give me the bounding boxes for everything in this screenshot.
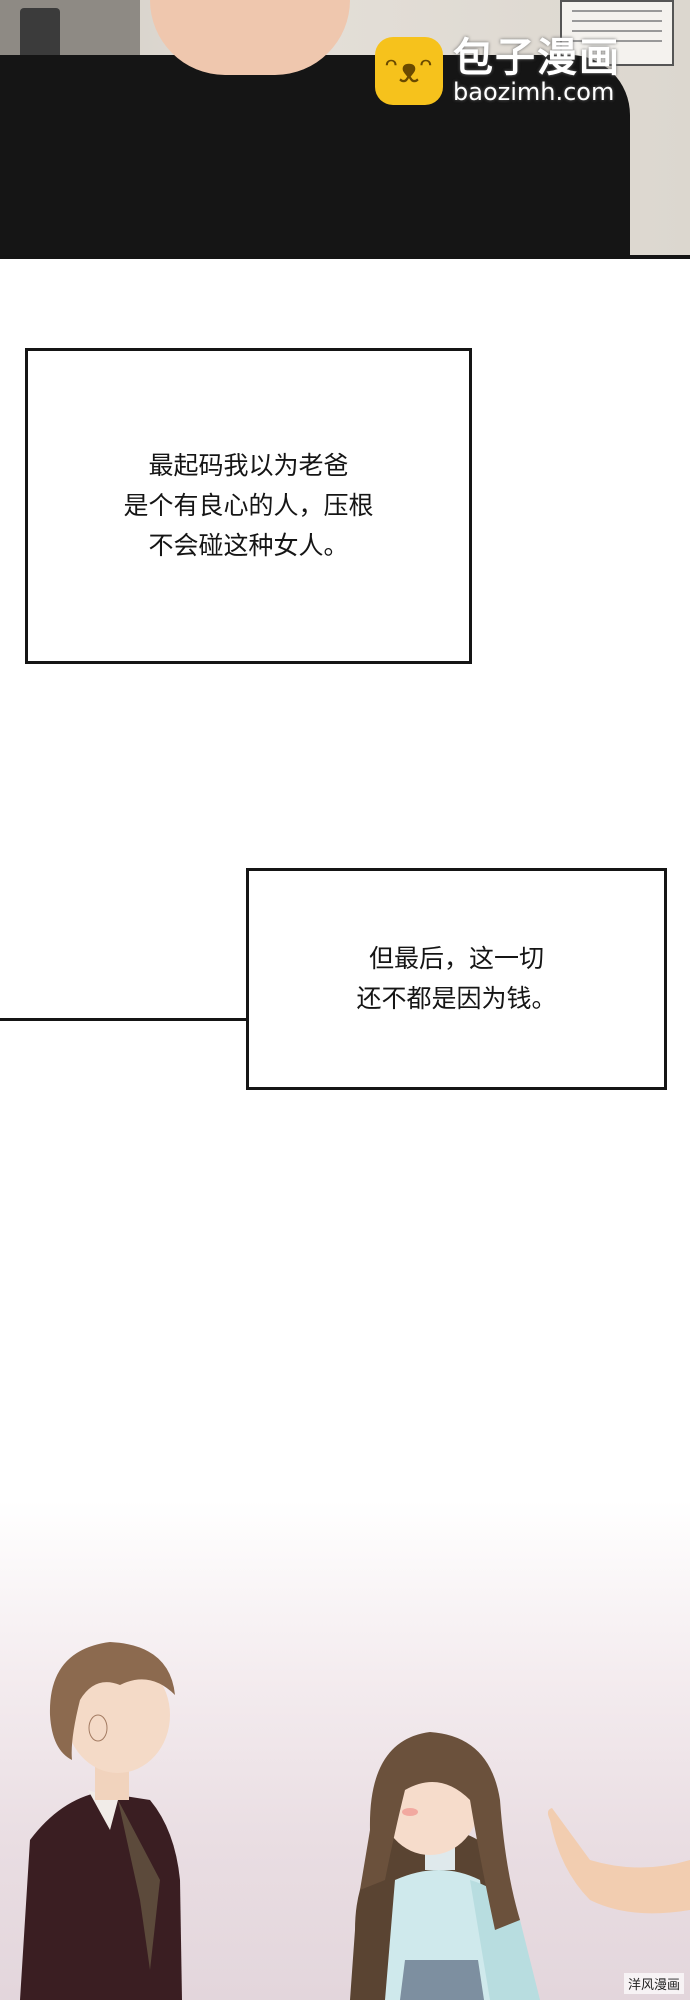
watermark-url: baozimh.com [453,78,615,106]
bottom-panel-illustration: 洋风漫画 [0,1500,690,2000]
panel-divider-line [0,1018,246,1021]
watermark-brand: 包子漫画 [453,35,621,81]
site-watermark: ᵔᴥᵔ 包子漫画 baozimh.com [375,36,675,106]
man-figure [20,1642,182,2000]
narration-text-1: 最起码我以为老爸 是个有良心的人，压根 不会碰这种女人。 [123,451,374,560]
top-panel-illustration: ᵔᴥᵔ 包子漫画 baozimh.com [0,0,690,259]
background-appliance [20,8,60,63]
narration-text-2: 但最后，这一切 还不都是因为钱。 [356,944,557,1013]
black-shirt [0,55,630,255]
bun-logo-icon: ᵔᴥᵔ [375,37,443,105]
characters-illustration [20,1642,690,2000]
source-credit: 洋风漫画 [623,1973,684,1994]
woman-figure [350,1732,540,2000]
narration-box-2: 但最后，这一切 还不都是因为钱。 [246,868,667,1090]
reaching-hand [547,1808,690,1914]
narration-box-1: 最起码我以为老爸 是个有良心的人，压根 不会碰这种女人。 [25,348,472,664]
